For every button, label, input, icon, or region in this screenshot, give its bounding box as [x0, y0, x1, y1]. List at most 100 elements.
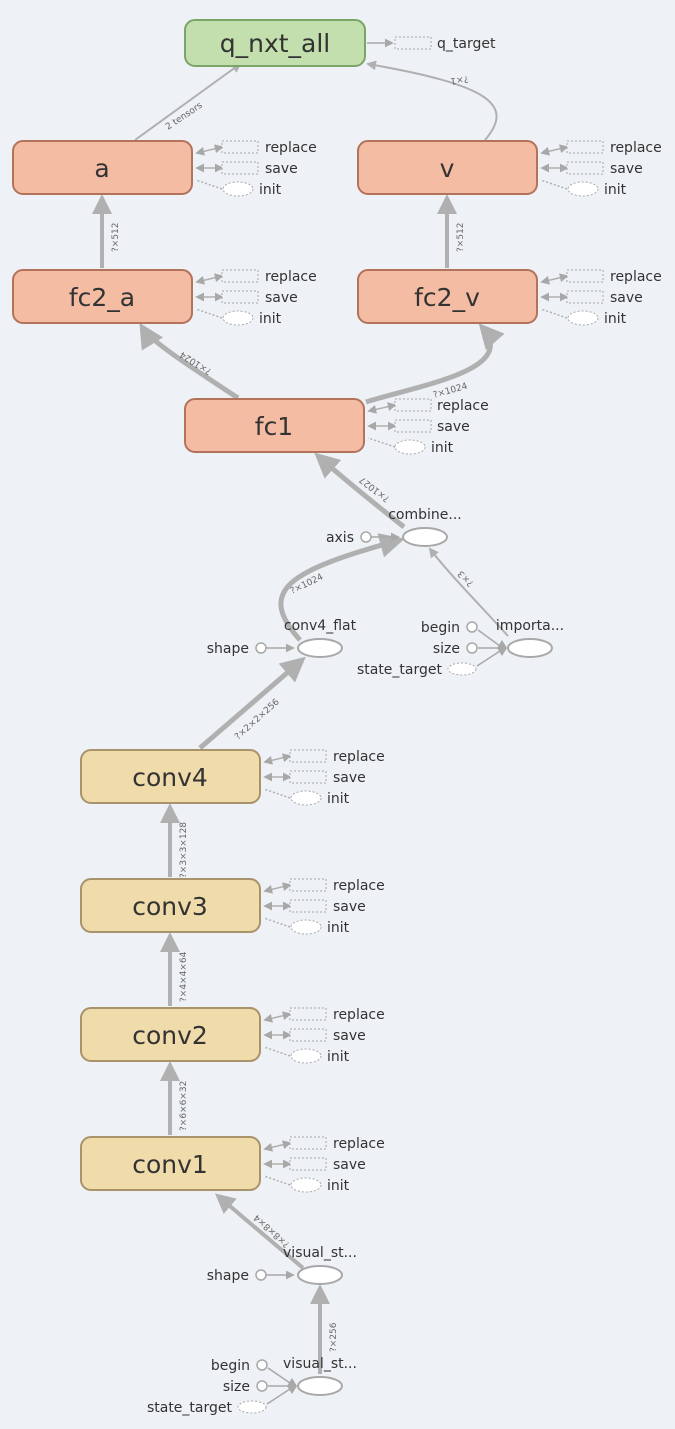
aux-conv2-init-label: init: [327, 1049, 350, 1065]
aux-conv3-save-box: [289, 899, 327, 913]
aux-fc2-v-init-oval: [567, 310, 599, 326]
aux-conv2-init-oval: [290, 1048, 322, 1064]
node-v[interactable]: v: [357, 140, 538, 195]
aux-conv3-replace-box: [289, 878, 327, 892]
op-conv4-flat-shape-label: shape: [207, 641, 249, 657]
op-visual-reshape[interactable]: visual_st...: [283, 1245, 357, 1285]
op-importa[interactable]: importa...: [496, 618, 564, 658]
edges: [92, 38, 509, 1405]
node-fc2-v[interactable]: fc2_v: [357, 269, 538, 324]
op-axis[interactable]: axis: [326, 530, 372, 546]
aux-a-replace-box: [221, 140, 259, 154]
op-visual-slice[interactable]: visual_st...: [283, 1356, 357, 1396]
op-importa-begin[interactable]: begin: [421, 620, 478, 636]
aux-conv4: replace save init: [263, 749, 385, 807]
node-fc1-label: fc1: [255, 412, 293, 441]
edge-importa-combine: [428, 547, 509, 637]
aux-conv1-save-label: save: [333, 1157, 366, 1173]
aux-a-save-label: save: [265, 161, 298, 177]
edge-fc1-fc2a: [139, 322, 240, 401]
aux-conv1: replace save init: [263, 1136, 385, 1194]
aux-conv1-init-label: init: [327, 1178, 350, 1194]
edge-vis-conv1: [214, 1193, 305, 1270]
node-conv2-label: conv2: [132, 1021, 208, 1050]
aux-v-init-label: init: [604, 182, 627, 198]
node-fc2-a[interactable]: fc2_a: [12, 269, 193, 324]
node-conv1-label: conv1: [132, 1150, 208, 1179]
aux-fc2-a: replace save init: [195, 269, 317, 327]
aux-a-init-label: init: [259, 182, 282, 198]
aux-fc2-a-init-oval: [222, 310, 254, 326]
node-conv1[interactable]: conv1: [80, 1136, 261, 1191]
edge-label-conv1-conv2: ?×6×6×32: [179, 1081, 189, 1131]
edge-a-q: [134, 62, 242, 141]
aux-fc1-init-label: init: [431, 440, 454, 456]
edge-label-conv3-conv4: ?×3×3×128: [179, 822, 189, 878]
aux-fc2-v-replace-box: [566, 269, 604, 283]
edge-label-combine-fc1: ?×1027: [358, 474, 392, 504]
aux-fc1: replace save init: [367, 398, 489, 456]
op-visual-reshape-shape-label: shape: [207, 1268, 249, 1284]
aux-conv4-save-box: [289, 770, 327, 784]
op-visual-slice-begin[interactable]: begin: [211, 1358, 268, 1374]
node-conv4[interactable]: conv4: [80, 749, 261, 804]
q-target-label: q_target: [437, 36, 496, 52]
aux-a: replace save init: [195, 140, 317, 198]
aux-fc2-v: replace save init: [540, 269, 662, 327]
aux-v-replace-label: replace: [610, 140, 662, 156]
aux-conv4-replace-box: [289, 749, 327, 763]
node-q-nxt-all[interactable]: q_nxt_all: [184, 19, 366, 67]
op-combine[interactable]: combine...: [388, 507, 462, 547]
aux-conv1-replace-box: [289, 1136, 327, 1150]
aux-v: replace save init: [540, 140, 662, 198]
aux-fc1-replace-label: replace: [437, 398, 489, 414]
aux-conv2-save-box: [289, 1028, 327, 1042]
node-a[interactable]: a: [12, 140, 193, 195]
aux-fc2-v-save-label: save: [610, 290, 643, 306]
op-visual-reshape-shape[interactable]: shape: [207, 1268, 267, 1284]
node-fc2-v-label: fc2_v: [414, 283, 480, 312]
node-a-label: a: [94, 154, 109, 183]
op-conv4-flat[interactable]: conv4_flat: [284, 618, 357, 658]
aux-conv3: replace save init: [263, 878, 385, 936]
aux-conv4-replace-label: replace: [333, 749, 385, 765]
aux-conv4-init-oval: [290, 790, 322, 806]
aux-fc2-a-save-label: save: [265, 290, 298, 306]
edge-conv4-flat: [198, 656, 306, 750]
op-visual-slice-state-target[interactable]: state_target: [147, 1400, 267, 1416]
q-target-input[interactable]: q_target: [394, 36, 496, 52]
op-importa-size[interactable]: size: [433, 641, 478, 657]
op-visual-slice-size[interactable]: size: [223, 1379, 268, 1395]
aux-fc2-a-replace-box: [221, 269, 259, 283]
op-visual-slice-label: visual_st...: [283, 1356, 357, 1372]
aux-conv1-replace-label: replace: [333, 1136, 385, 1152]
node-conv2[interactable]: conv2: [80, 1007, 261, 1062]
op-visual-slice-size-label: size: [223, 1379, 250, 1395]
aux-fc1-replace-box: [394, 398, 432, 412]
aux-v-save-box: [566, 161, 604, 175]
aux-a-init-oval: [222, 181, 254, 197]
edge-label-importa-combine: ?×3: [456, 568, 476, 588]
aux-conv2: replace save init: [263, 1007, 385, 1065]
op-importa-state-target[interactable]: state_target: [357, 662, 477, 678]
aux-conv2-replace-box: [289, 1007, 327, 1021]
op-visual-slice-begin-label: begin: [211, 1358, 250, 1374]
aux-conv3-save-label: save: [333, 899, 366, 915]
aux-conv1-init-oval: [290, 1177, 322, 1193]
node-fc1[interactable]: fc1: [184, 398, 365, 453]
op-importa-size-label: size: [433, 641, 460, 657]
aux-fc2-v-replace-label: replace: [610, 269, 662, 285]
aux-fc2-v-save-box: [566, 290, 604, 304]
edge-fc1-fc2v: [365, 323, 505, 405]
op-importa-state-target-label: state_target: [357, 662, 443, 678]
aux-fc2-a-replace-label: replace: [265, 269, 317, 285]
aux-conv3-init-oval: [290, 919, 322, 935]
op-conv4-flat-shape[interactable]: shape: [207, 641, 267, 657]
aux-a-save-box: [221, 161, 259, 175]
aux-fc1-save-box: [394, 419, 432, 433]
aux-conv4-save-label: save: [333, 770, 366, 786]
op-importa-begin-label: begin: [421, 620, 460, 636]
aux-fc2-v-init-label: init: [604, 311, 627, 327]
node-conv3[interactable]: conv3: [80, 878, 261, 933]
